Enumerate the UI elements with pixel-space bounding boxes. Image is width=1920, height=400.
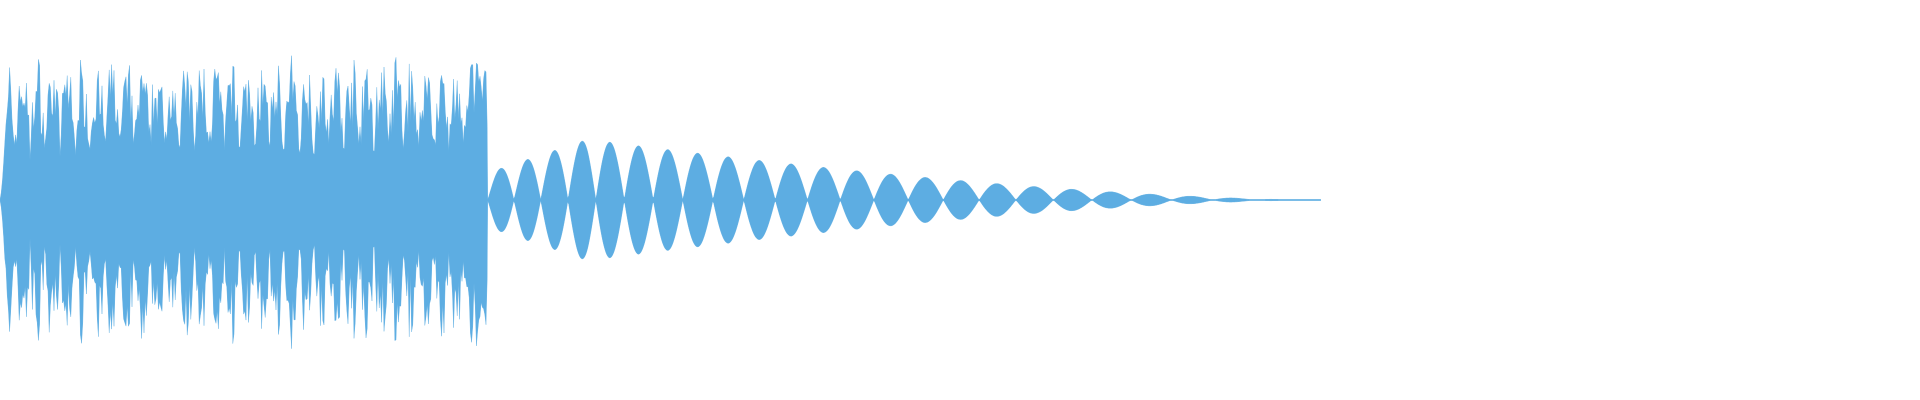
audio-waveform — [0, 55, 1321, 349]
waveform-graphic — [0, 55, 1321, 349]
